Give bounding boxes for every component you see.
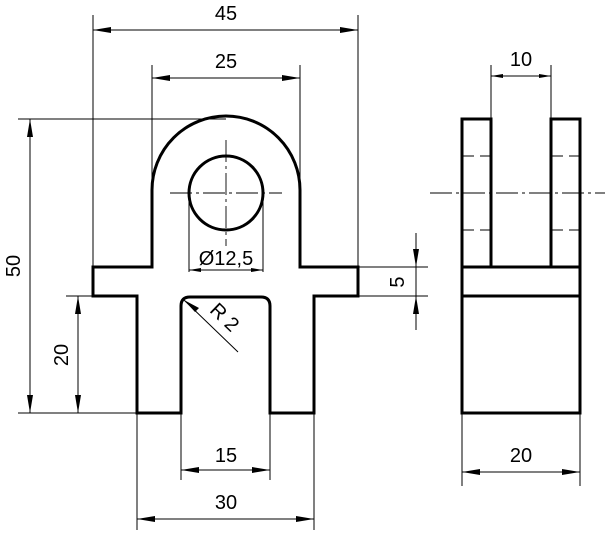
dimension-30-label: 30 <box>215 492 237 514</box>
dimension-15-label: 15 <box>215 445 237 467</box>
side-view-base <box>460 265 582 415</box>
dimension-45-label: 45 <box>215 3 237 25</box>
dimension-hole-diameter: Ø12,5 <box>188 193 264 272</box>
dimension-radius: R 2 <box>183 299 243 353</box>
dimension-10-label: 10 <box>510 49 532 71</box>
dimension-20-front: 20 <box>51 295 93 413</box>
dimension-5: 5 <box>358 233 428 330</box>
dimension-50-label: 50 <box>3 255 25 277</box>
side-view <box>430 117 605 415</box>
dimension-hole-diameter-label: Ø12,5 <box>199 248 253 270</box>
dimension-20-side-label: 20 <box>510 445 532 467</box>
dimension-10: 10 <box>490 49 552 119</box>
dimension-30: 30 <box>136 413 315 530</box>
dimension-25: 25 <box>151 51 301 190</box>
dimension-15: 15 <box>180 413 271 480</box>
dimension-25-label: 25 <box>215 51 237 73</box>
dimension-20-side: 20 <box>461 413 581 486</box>
dimension-5-label: 5 <box>387 276 409 287</box>
dimension-radius-label: R 2 <box>205 299 243 336</box>
dimension-20-front-label: 20 <box>51 344 73 366</box>
dimension-45: 45 <box>92 3 359 267</box>
